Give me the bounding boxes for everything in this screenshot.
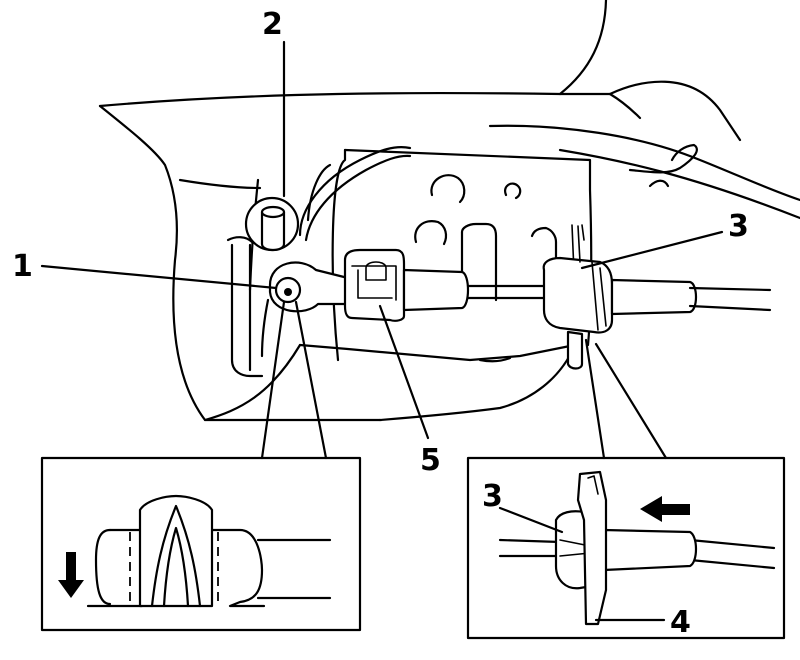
part-3-cable-housing: [542, 225, 772, 370]
callout-3: 3: [728, 209, 749, 244]
arrow-left-icon: [640, 496, 690, 522]
inset-callout-3: 3: [482, 479, 503, 514]
callout-5: 5: [420, 443, 441, 478]
detail-box-left: [40, 456, 362, 632]
callout-2: 2: [262, 7, 283, 42]
detail-box-right: [466, 456, 786, 640]
part-2-cable-grommet: [244, 146, 412, 252]
detail-leader-lines: [260, 300, 668, 460]
vehicle-body-outline: [98, 0, 800, 422]
callout-1: 1: [12, 249, 33, 284]
inner-cable-rod: [466, 284, 547, 300]
part-5-adjuster-clip: [343, 248, 470, 322]
inset-callout-4: 4: [670, 605, 691, 640]
arrow-down-icon: [58, 552, 84, 598]
callout-leaders: [40, 40, 724, 622]
